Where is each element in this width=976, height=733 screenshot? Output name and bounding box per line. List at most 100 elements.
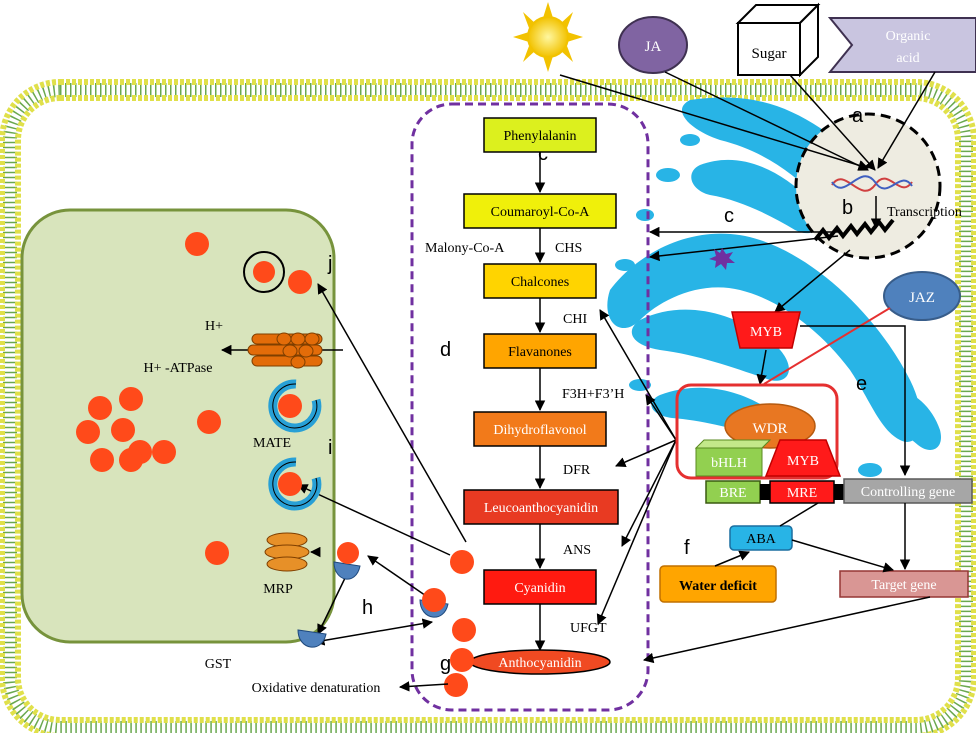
bhlh-shape bbox=[694, 439, 772, 477]
organic-acid-shape bbox=[827, 17, 976, 73]
chi-label: CHI bbox=[563, 312, 587, 327]
organic-acid-label-1: Organic bbox=[886, 29, 931, 44]
ufgt-label: UFGT bbox=[570, 621, 607, 636]
organic-acid-label-2: acid bbox=[896, 51, 919, 66]
letter-j: j bbox=[327, 253, 332, 275]
anthocyanin-dot bbox=[111, 418, 135, 442]
f3h-label: F3H+F3’H bbox=[562, 387, 624, 402]
anthocyanin-dot bbox=[337, 542, 359, 564]
mate-label: MATE bbox=[253, 436, 291, 451]
myb-top-label: MYB bbox=[750, 325, 782, 340]
pathway-dashed-box bbox=[410, 102, 650, 712]
pathway-step-label: Phenylalanin bbox=[503, 129, 576, 144]
anthocyanidin-label: Anthocyanidin bbox=[498, 656, 581, 671]
anthocyanin-dot bbox=[205, 541, 229, 565]
chs-label: CHS bbox=[555, 241, 582, 256]
pathway-step-label: Flavanones bbox=[508, 345, 572, 360]
pathway-step-box bbox=[483, 569, 597, 605]
ja-ellipse bbox=[618, 16, 688, 74]
myb-top-shape bbox=[731, 311, 801, 349]
pathway-step-box bbox=[463, 489, 619, 525]
anthocyanin-dot bbox=[119, 387, 143, 411]
dfr-label: DFR bbox=[563, 463, 591, 478]
letter-b: b bbox=[842, 197, 853, 219]
target-gene-label: Target gene bbox=[871, 578, 936, 593]
anthocyanin-dot bbox=[90, 448, 114, 472]
transcription-label: Transcription bbox=[887, 205, 962, 220]
dna-spacer-2 bbox=[834, 484, 844, 500]
letter-h: h bbox=[362, 597, 373, 619]
nucleus bbox=[794, 112, 942, 260]
anthocyanin-dot bbox=[76, 420, 100, 444]
anthocyanin-dot bbox=[152, 440, 176, 464]
letter-i: i bbox=[328, 437, 332, 459]
myb-arrows bbox=[756, 325, 911, 477]
anthocyanin-dot bbox=[422, 588, 446, 612]
anthocyanin-dot bbox=[88, 396, 112, 420]
mbw-complex-box bbox=[675, 383, 839, 480]
letter-c-arrow: c bbox=[724, 205, 734, 227]
mrp-label: MRP bbox=[263, 582, 293, 597]
water-deficit-label: Water deficit bbox=[679, 579, 757, 594]
h-plus-label: H+ bbox=[205, 319, 223, 334]
pathway-step-label: Leucoanthocyanidin bbox=[484, 501, 598, 516]
letter-a: a bbox=[852, 105, 864, 127]
mate-transporter-icon-2 bbox=[268, 457, 322, 511]
myb-complex-shape bbox=[764, 439, 842, 477]
pathway-step-label: Chalcones bbox=[511, 275, 569, 290]
wdr-ellipse bbox=[724, 403, 816, 449]
anthocyanin-dot bbox=[278, 472, 302, 496]
controlling-gene-label: Controlling gene bbox=[861, 485, 956, 500]
pathway-step-box bbox=[483, 117, 597, 153]
h-atpase-icon bbox=[247, 332, 323, 369]
anthocyanin-dot bbox=[452, 618, 476, 642]
anthocyanin-dot bbox=[444, 673, 468, 697]
target-gene-box bbox=[839, 570, 969, 598]
dna-helix-icon bbox=[831, 175, 913, 192]
regulation-arrows bbox=[642, 502, 931, 664]
wdr-label: WDR bbox=[753, 421, 788, 437]
gst-label: GST bbox=[205, 657, 232, 672]
malony-label: Malony-Co-A bbox=[425, 241, 505, 256]
letter-f: f bbox=[684, 537, 690, 559]
pathway-step-label: Dihydroflavonol bbox=[493, 423, 586, 438]
jaz-label: JAZ bbox=[909, 290, 935, 306]
water-deficit-box bbox=[659, 565, 777, 603]
anthocyanin-dot bbox=[288, 270, 312, 294]
letter-e: e bbox=[856, 373, 867, 395]
dna-spacer bbox=[760, 484, 770, 500]
jaz-inhibition-line bbox=[763, 307, 891, 385]
enzyme-star-icon bbox=[709, 248, 735, 270]
mate-transporter-icon bbox=[268, 379, 322, 433]
mrp-transporter-icon bbox=[264, 532, 310, 572]
anthocyanin-dot bbox=[278, 394, 302, 418]
aba-box bbox=[729, 525, 793, 551]
anthocyanin-dots-cytoplasm bbox=[444, 550, 476, 697]
controlling-gene-box bbox=[843, 478, 973, 504]
cell-membrane bbox=[0, 79, 976, 733]
complex-target-arrows bbox=[596, 309, 677, 625]
anthocyanin-dot bbox=[450, 648, 474, 672]
letter-c-pathway: c bbox=[538, 143, 548, 165]
pathway-step-label: Cyanidin bbox=[514, 581, 565, 596]
pathway-steps: PhenylalaninCoumaroyl-Co-AChalconesFlava… bbox=[463, 117, 619, 605]
vacuole bbox=[20, 208, 336, 644]
jaz-ellipse bbox=[883, 271, 961, 321]
anthocyanin-dot bbox=[253, 261, 275, 283]
pathway-step-box bbox=[473, 411, 607, 447]
pathway-step-box bbox=[463, 193, 617, 229]
bre-label: BRE bbox=[719, 486, 746, 501]
aba-label: ABA bbox=[746, 532, 776, 547]
ans-label: ANS bbox=[563, 543, 591, 558]
h-atpase-label: H+ -ATPase bbox=[144, 361, 213, 376]
signal-arrows bbox=[559, 71, 936, 313]
anthocyanin-dot bbox=[119, 448, 143, 472]
mre-label: MRE bbox=[787, 486, 817, 501]
letter-g: g bbox=[440, 653, 451, 675]
myb-complex-label: MYB bbox=[787, 454, 819, 469]
pathway-step-box bbox=[483, 263, 597, 299]
pathway-step-box bbox=[483, 333, 597, 369]
oxidative-label: Oxidative denaturation bbox=[252, 681, 381, 696]
